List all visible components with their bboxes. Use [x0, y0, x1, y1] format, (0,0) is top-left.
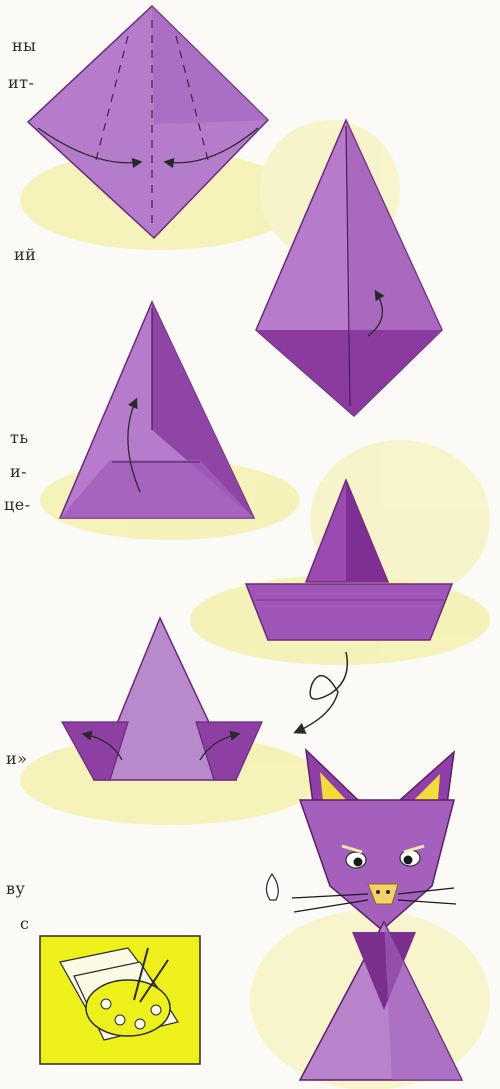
step-3-triangle: [60, 302, 254, 518]
water-drop-icon: [266, 874, 278, 900]
artist-palette-icon: [40, 936, 200, 1064]
